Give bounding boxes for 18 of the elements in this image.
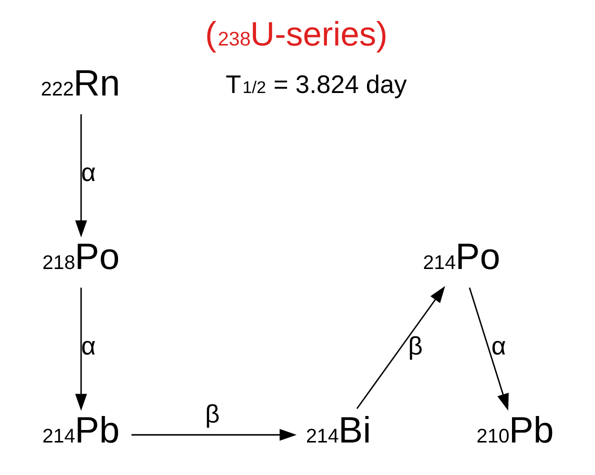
edge-label: α [81, 332, 96, 360]
diagram-title: (238U-series) [205, 15, 388, 54]
node-text: 214Po [422, 236, 500, 277]
arrow [131, 428, 297, 441]
node-text: 214Pb [42, 409, 120, 450]
node-text: 214Bi [306, 409, 371, 450]
arrow [75, 288, 88, 411]
label: T1/2 = 3.824 day [226, 70, 407, 99]
arrow [75, 114, 88, 238]
edge-label: α [81, 158, 96, 187]
arrow [356, 286, 446, 410]
arrow [468, 287, 509, 411]
edge-label: α [491, 332, 506, 360]
node-text: 210Pb [476, 409, 554, 450]
node-text: 218Po [42, 236, 120, 277]
node-text: 222Rn [40, 62, 120, 104]
edge-label: β [408, 332, 423, 360]
edge-label: β [205, 400, 220, 429]
